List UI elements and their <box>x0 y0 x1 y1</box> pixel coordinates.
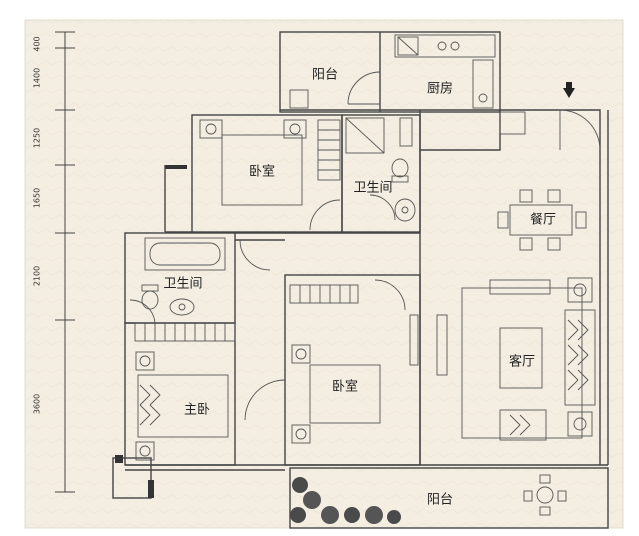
label-kitchen: 厨房 <box>427 81 453 97</box>
dim-1650: 1650 <box>33 188 42 208</box>
label-bedroom-middle: 卧室 <box>332 379 358 395</box>
walls <box>112 31 609 529</box>
master-bed <box>135 351 229 461</box>
dim-400: 400 <box>33 36 42 51</box>
upper-bedroom-furniture <box>199 119 341 206</box>
balcony-garden <box>290 82 575 524</box>
dim-3600: 3600 <box>33 394 42 414</box>
paper-background <box>24 19 624 529</box>
label-bathroom-lower: 卫生间 <box>163 277 202 292</box>
dining-table <box>497 189 587 251</box>
upper-bathroom-fixtures <box>345 117 416 222</box>
kitchen-fixtures <box>289 34 526 135</box>
label-balcony-bottom: 阳台 <box>427 493 453 508</box>
label-bedroom-upper: 卧室 <box>249 164 275 180</box>
label-bathroom-upper: 卫生间 <box>353 181 392 196</box>
label-balcony-top: 阳台 <box>312 68 338 83</box>
dimension-scale: 400 1400 1250 1650 2100 3600 <box>33 31 75 493</box>
middle-bed <box>291 314 419 444</box>
dim-1400: 1400 <box>33 68 42 88</box>
living-room-furniture <box>436 277 596 441</box>
doors <box>129 71 601 421</box>
wardrobes <box>134 284 359 342</box>
label-dining: 餐厅 <box>530 212 556 228</box>
dim-1250: 1250 <box>33 128 42 148</box>
label-living-room: 客厅 <box>509 354 535 370</box>
label-master-bedroom: 主卧 <box>184 403 210 418</box>
lower-bathroom-fixtures <box>141 237 226 316</box>
dim-2100: 2100 <box>33 266 42 286</box>
